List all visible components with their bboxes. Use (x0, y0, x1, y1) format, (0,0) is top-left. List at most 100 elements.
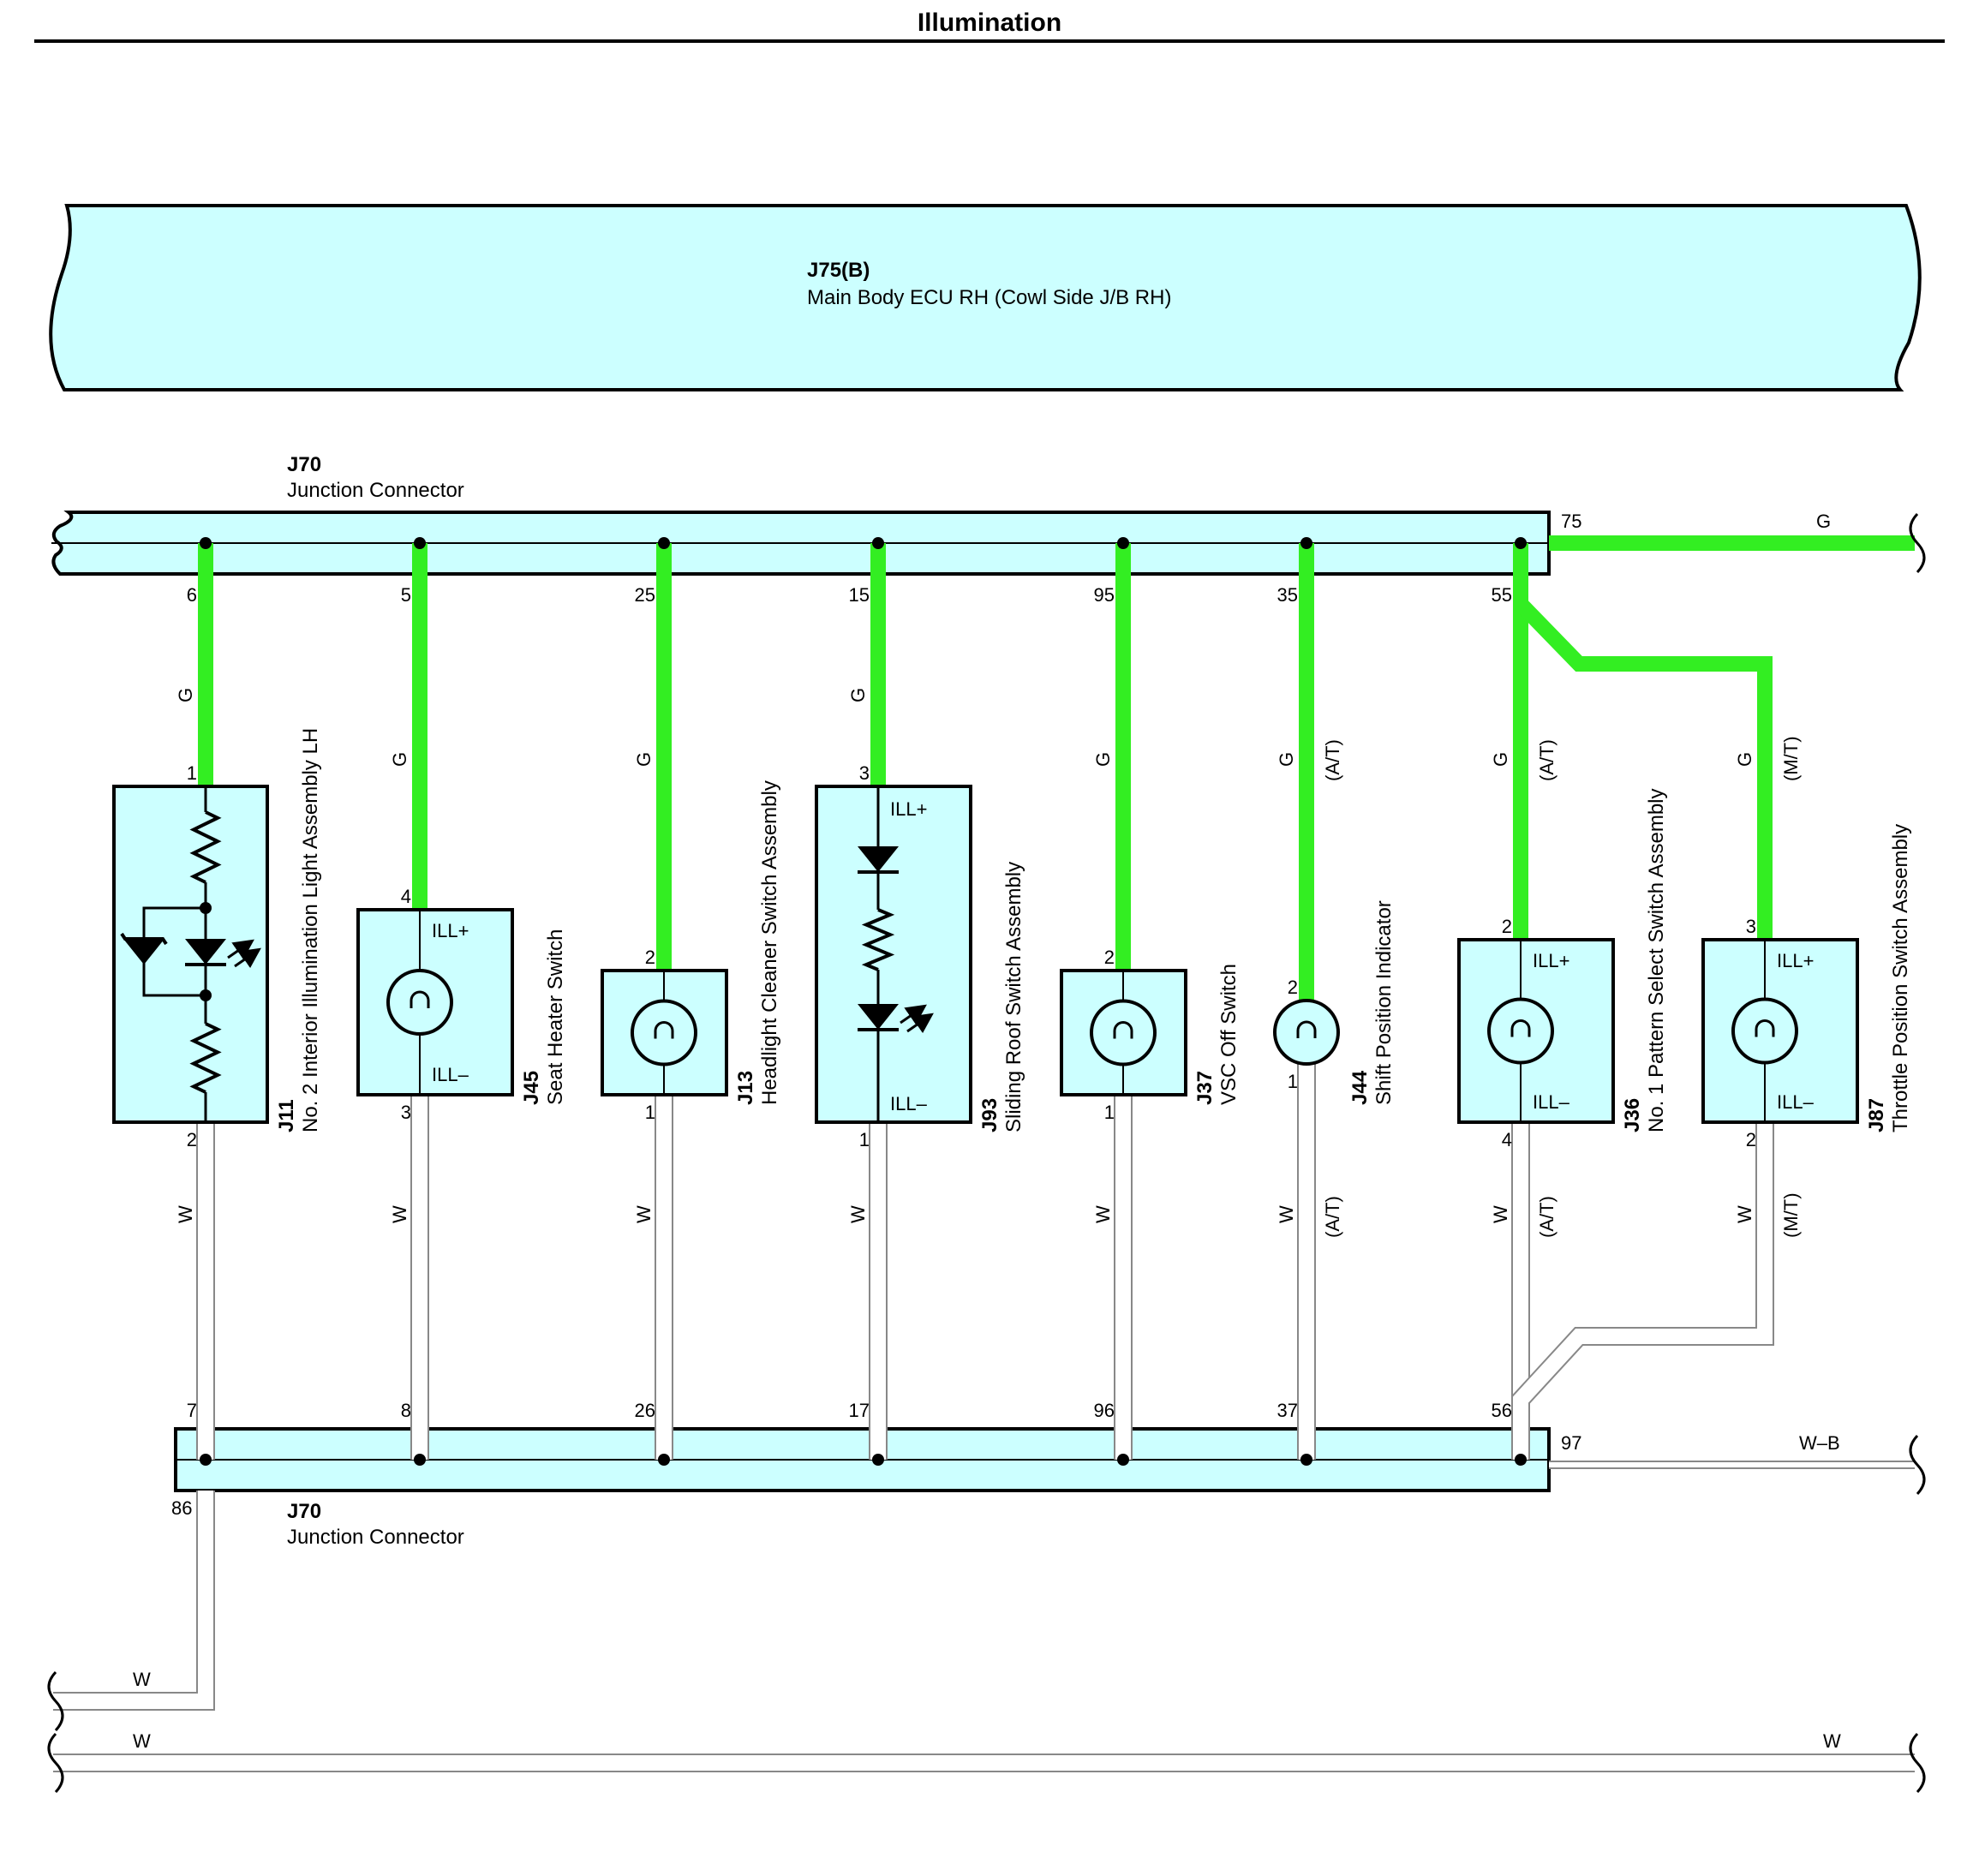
wire-w-86-outline (53, 1491, 215, 1711)
pin-label: 1 (1288, 1071, 1298, 1092)
bulb-filament (1113, 1021, 1133, 1039)
pin-label: 2 (1288, 977, 1298, 998)
pin-label: 3 (859, 762, 870, 784)
splice-dot (414, 537, 426, 549)
pin-label: 7 (187, 1400, 197, 1421)
splice-dot (200, 989, 212, 1001)
break-symbol (1909, 1434, 1926, 1496)
diode-icon (123, 939, 164, 965)
led-icon (185, 939, 226, 965)
pin-label: 95 (1094, 584, 1115, 606)
wire-color-label: G (1734, 752, 1755, 767)
component-id: J11 (275, 1099, 298, 1132)
pin-label: 1 (187, 762, 197, 784)
ecu-box (49, 204, 1922, 391)
ill-minus-label: ILL– (1533, 1091, 1570, 1113)
wire-w-86 (53, 1491, 213, 1709)
component-id: J45 (520, 1071, 543, 1105)
component-name: No. 1 Pattern Select Switch Assembly (1645, 788, 1668, 1132)
pin-label: 2 (1104, 947, 1115, 968)
component-name: No. 2 Interior Illumination Light Assemb… (299, 728, 322, 1132)
pin-label: 2 (645, 947, 655, 968)
pin-label: 37 (1277, 1400, 1298, 1421)
wire-color-label: G (1490, 752, 1511, 767)
pin-label: 1 (1104, 1102, 1115, 1123)
wire-color-label: G (175, 688, 196, 702)
wire-color-label: W (1092, 1205, 1114, 1223)
jc-bottom-down-pin: 86 (171, 1497, 192, 1519)
bulb-icon (1273, 999, 1340, 1066)
component-id: J44 (1348, 1070, 1372, 1105)
bulb-filament (410, 990, 430, 1008)
component-id: J93 (978, 1098, 1001, 1132)
bulb-icon (1731, 997, 1798, 1065)
break-symbol (1909, 512, 1926, 574)
pin-label: 35 (1277, 584, 1298, 606)
jc-top-id: J70 (287, 453, 321, 476)
wire-label-w2-right: W (1823, 1730, 1841, 1752)
pin-label: 55 (1492, 584, 1512, 606)
component-id: J13 (734, 1071, 757, 1105)
variant-label: (M/T) (1780, 1192, 1802, 1238)
component-name: Headlight Cleaner Switch Assembly (758, 780, 781, 1105)
resistor-icon (861, 908, 895, 971)
splice-dot (1117, 1454, 1129, 1466)
pin-label: 2 (1746, 1129, 1756, 1150)
ill-minus-label: ILL– (1777, 1091, 1815, 1113)
pin-label: 1 (645, 1102, 655, 1123)
variant-label: (A/T) (1536, 1196, 1557, 1238)
ill-minus-label: ILL– (432, 1064, 469, 1085)
break-symbol (1909, 1732, 1926, 1794)
pin-label: 56 (1492, 1400, 1512, 1421)
resistor-icon (189, 810, 222, 884)
pin-label: 6 (187, 584, 197, 606)
pin-label: 5 (401, 584, 411, 606)
pin-label: 15 (849, 584, 870, 606)
jc-top-out-pin: 75 (1561, 511, 1581, 532)
ill-minus-label: ILL– (890, 1093, 928, 1114)
wires-layer (196, 543, 1774, 1460)
zener-bar (120, 932, 168, 946)
splice-dot (872, 1454, 884, 1466)
pin-label: 2 (1502, 916, 1512, 937)
splice-dot (414, 1454, 426, 1466)
jc-bottom-out-pin: 97 (1561, 1432, 1581, 1454)
pin-label: 1 (859, 1129, 870, 1150)
bulb-filament (654, 1021, 674, 1039)
wire-color-label: G (633, 752, 655, 767)
pin-label: 8 (401, 1400, 411, 1421)
wire-color-label: G (1276, 752, 1297, 767)
component-id: J87 (1865, 1098, 1888, 1132)
pin-label: 96 (1094, 1400, 1115, 1421)
break-symbol (47, 1670, 64, 1732)
variant-label: (A/T) (1322, 1196, 1343, 1238)
break-symbol (47, 1732, 64, 1794)
wire-color-label: W (633, 1205, 655, 1223)
bulb-icon (1487, 997, 1554, 1065)
component-id: J37 (1193, 1071, 1217, 1105)
bulb-icon (631, 999, 697, 1066)
splice-dot (872, 537, 884, 549)
ill-plus-label: ILL+ (890, 798, 927, 820)
wire-w-j87 (1513, 1122, 1773, 1429)
splice-dot (1117, 537, 1129, 549)
arrow-icon (906, 1013, 934, 1034)
wire-color-label: W (1734, 1205, 1755, 1223)
pin-label: 3 (401, 1102, 411, 1123)
wire-label-w2-left: W (133, 1730, 151, 1752)
jc-bottom-id: J70 (287, 1500, 321, 1523)
component-name: VSC Off Switch (1217, 964, 1241, 1105)
bulb-icon (386, 969, 453, 1036)
splice-dot (1300, 1454, 1312, 1466)
component-id: J36 (1621, 1098, 1644, 1132)
jc-top-out-wire: G (1816, 511, 1831, 532)
wire-label-w1: W (133, 1669, 151, 1690)
ill-plus-label: ILL+ (1777, 950, 1814, 971)
